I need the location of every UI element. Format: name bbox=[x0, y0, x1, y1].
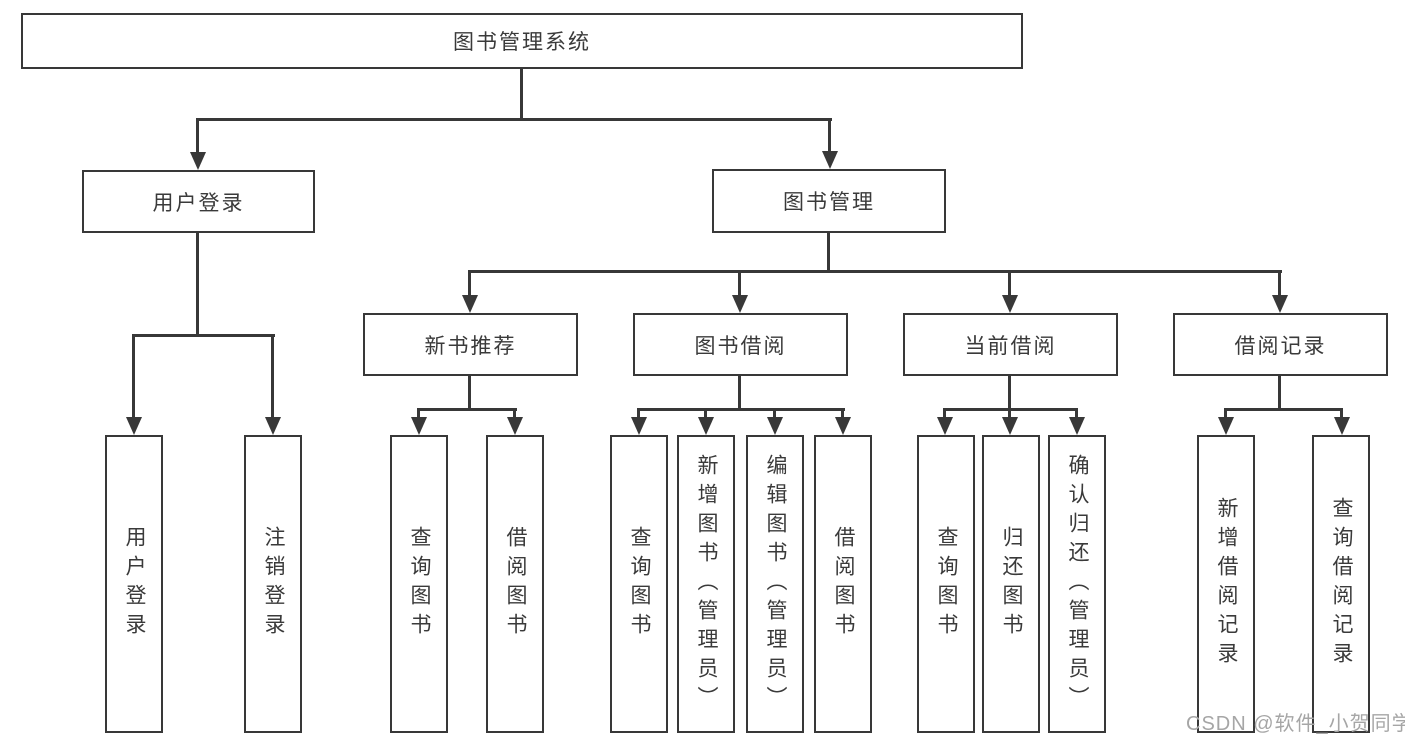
arrowhead bbox=[462, 295, 478, 313]
connector-line bbox=[520, 69, 523, 120]
node-edit-books-admin: 编辑图书（管理员） bbox=[746, 435, 804, 733]
connector-line bbox=[1340, 408, 1343, 420]
connector-line bbox=[468, 270, 471, 297]
arrowhead bbox=[1002, 417, 1018, 435]
node-borrow-books-leaf: 借阅图书 bbox=[814, 435, 872, 733]
connector-line bbox=[1008, 270, 1011, 297]
connector-line bbox=[738, 376, 741, 411]
node-user-login: 用户登录 bbox=[82, 170, 315, 233]
arrowhead bbox=[767, 417, 783, 435]
node-borrow-books-recommend: 借阅图书 bbox=[486, 435, 544, 733]
connector-line bbox=[1008, 376, 1011, 411]
arrowhead bbox=[1272, 295, 1288, 313]
arrowhead bbox=[190, 152, 206, 170]
arrowhead bbox=[126, 417, 142, 435]
connector-line bbox=[1008, 408, 1011, 420]
node-logout-leaf: 注销登录 bbox=[244, 435, 302, 733]
node-book-borrowing: 图书借阅 bbox=[633, 313, 848, 376]
arrowhead bbox=[265, 417, 281, 435]
connector-line bbox=[841, 408, 844, 420]
node-query-books-borrowing: 查询图书 bbox=[610, 435, 668, 733]
node-query-borrow-record: 查询借阅记录 bbox=[1312, 435, 1370, 733]
node-borrowing-records: 借阅记录 bbox=[1173, 313, 1388, 376]
node-add-books-admin: 新增图书（管理员） bbox=[677, 435, 735, 733]
arrowhead bbox=[411, 417, 427, 435]
arrowhead bbox=[631, 417, 647, 435]
connector-line bbox=[828, 118, 831, 154]
arrowhead bbox=[822, 151, 838, 169]
arrowhead bbox=[507, 417, 523, 435]
arrowhead bbox=[1334, 417, 1350, 435]
watermark: CSDN @软件_小贺同学 bbox=[1186, 713, 1405, 735]
connector-line bbox=[637, 408, 640, 420]
connector-line bbox=[132, 334, 275, 337]
node-add-borrow-record: 新增借阅记录 bbox=[1197, 435, 1255, 733]
connector-line bbox=[827, 233, 830, 273]
node-user-login-leaf: 用户登录 bbox=[105, 435, 163, 733]
node-book-management: 图书管理 bbox=[712, 169, 946, 233]
connector-line bbox=[738, 270, 741, 297]
node-current-borrowing: 当前借阅 bbox=[903, 313, 1118, 376]
node-query-books-current: 查询图书 bbox=[917, 435, 975, 733]
connector-line bbox=[468, 376, 471, 411]
arrowhead bbox=[698, 417, 714, 435]
arrowhead bbox=[1069, 417, 1085, 435]
connector-line bbox=[704, 408, 707, 420]
node-return-books: 归还图书 bbox=[982, 435, 1040, 733]
connector-line bbox=[132, 334, 135, 419]
connector-line bbox=[513, 408, 516, 420]
connector-line bbox=[271, 334, 274, 419]
arrowhead bbox=[1002, 295, 1018, 313]
connector-line bbox=[637, 408, 845, 411]
connector-line bbox=[773, 408, 776, 420]
connector-line bbox=[943, 408, 946, 420]
connector-line bbox=[1224, 408, 1343, 411]
connector-line bbox=[196, 118, 199, 154]
connector-line bbox=[196, 118, 832, 121]
connector-line bbox=[1224, 408, 1227, 420]
connector-line bbox=[417, 408, 420, 420]
node-library-management-system: 图书管理系统 bbox=[21, 13, 1023, 69]
arrowhead bbox=[1218, 417, 1234, 435]
connector-line bbox=[1278, 376, 1281, 411]
connector-line bbox=[196, 233, 199, 337]
connector-line bbox=[1278, 270, 1281, 297]
arrowhead bbox=[937, 417, 953, 435]
connector-line bbox=[468, 270, 1282, 273]
node-query-books-recommend: 查询图书 bbox=[390, 435, 448, 733]
connector-line bbox=[417, 408, 517, 411]
node-new-book-recommendation: 新书推荐 bbox=[363, 313, 578, 376]
node-confirm-return-admin: 确认归还（管理员） bbox=[1048, 435, 1106, 733]
arrowhead bbox=[732, 295, 748, 313]
connector-line bbox=[1075, 408, 1078, 420]
arrowhead bbox=[835, 417, 851, 435]
